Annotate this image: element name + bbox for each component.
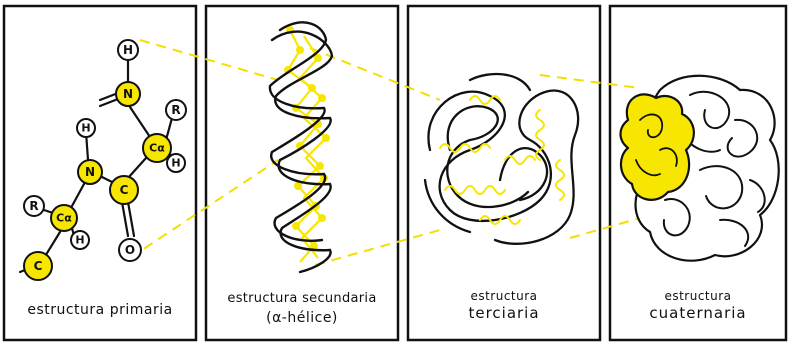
caption-secundaria-line-2: (α-hélice) — [266, 310, 338, 326]
atom-label-h-mid: H — [81, 122, 90, 135]
atom-label-h-right: H — [171, 157, 180, 170]
atom-label-n-top: N — [123, 87, 133, 101]
atom-label-c-mid: C — [120, 183, 129, 197]
caption-terciaria-line-1: estructura — [470, 289, 537, 303]
caption-primaria-line-1: estructura primaria — [27, 302, 172, 318]
atom-label-h-low: H — [75, 234, 84, 247]
atom-label-c-alpha-left: Cα — [56, 212, 72, 225]
atom-label-o: O — [125, 243, 135, 257]
atom-label-c-bottom: C — [34, 259, 43, 273]
atom-label-r-right: R — [171, 103, 180, 117]
tertiary-fold-illustration — [425, 74, 578, 244]
primary-structure-molecule: H N R Cα H H N C R Cα H O C — [20, 40, 186, 280]
panel-captions: estructura primaria estructura secundari… — [27, 289, 746, 326]
caption-secundaria-line-1: estructura secundaria — [227, 291, 376, 306]
caption-cuaternaria-line-2: cuaternaria — [649, 304, 746, 322]
alpha-helix-illustration — [270, 22, 332, 272]
atom-label-n-mid: N — [85, 165, 95, 179]
quaternary-complex-illustration — [621, 76, 779, 261]
atom-label-c-alpha-right: Cα — [149, 142, 165, 155]
atom-label-h-top: H — [123, 43, 133, 57]
atom-label-r-left: R — [29, 199, 38, 213]
caption-terciaria-line-2: terciaria — [468, 304, 539, 322]
caption-cuaternaria-line-1: estructura — [664, 289, 731, 303]
